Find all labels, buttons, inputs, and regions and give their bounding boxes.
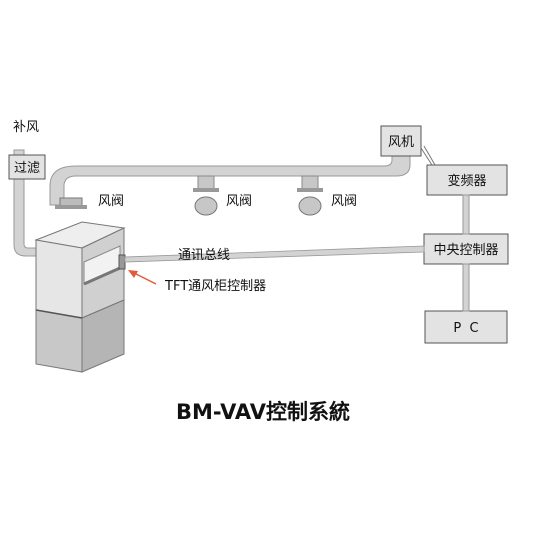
cabinet-base-side [81,299,125,373]
tft-controller-panel [118,254,126,270]
pc-box: P C [424,310,508,344]
fan-vfd-link [420,147,433,166]
central-pc-link [462,263,470,312]
vfd-central-link [462,194,470,235]
fume-hood-cabinet [34,221,126,373]
vfd-box: 变频器 [426,164,508,196]
fan-box: 风机 [380,125,422,157]
comm-bus-line [124,245,425,263]
tft-controller-label: TFT通风柜控制器 [164,279,266,294]
comm-bus-label: 通讯总线 [178,248,230,263]
filter-box: 过滤 [8,154,46,180]
pc-label: P C [453,321,478,336]
vfd-label: 变频器 [447,173,486,189]
connections [124,145,470,312]
damper-3-label: 风阀 [331,194,357,209]
damper-1-label: 风阀 [98,194,124,209]
cabinet-upper-front [35,239,83,319]
tft-pointer-arrow [128,270,157,285]
filter-label: 过滤 [14,161,40,176]
fan-label: 风机 [388,135,414,150]
makeup-air-label: 补风 [13,120,39,135]
damper-2 [193,175,219,216]
diagram-title: BM-VAV控制系統 [176,400,350,424]
cabinet-base-front [35,309,83,373]
damper-2-label: 风阀 [226,194,252,209]
central-controller-box: 中央控制器 [423,233,509,265]
damper-1 [55,197,87,209]
damper-3 [297,175,323,216]
central-controller-label: 中央控制器 [433,243,498,258]
